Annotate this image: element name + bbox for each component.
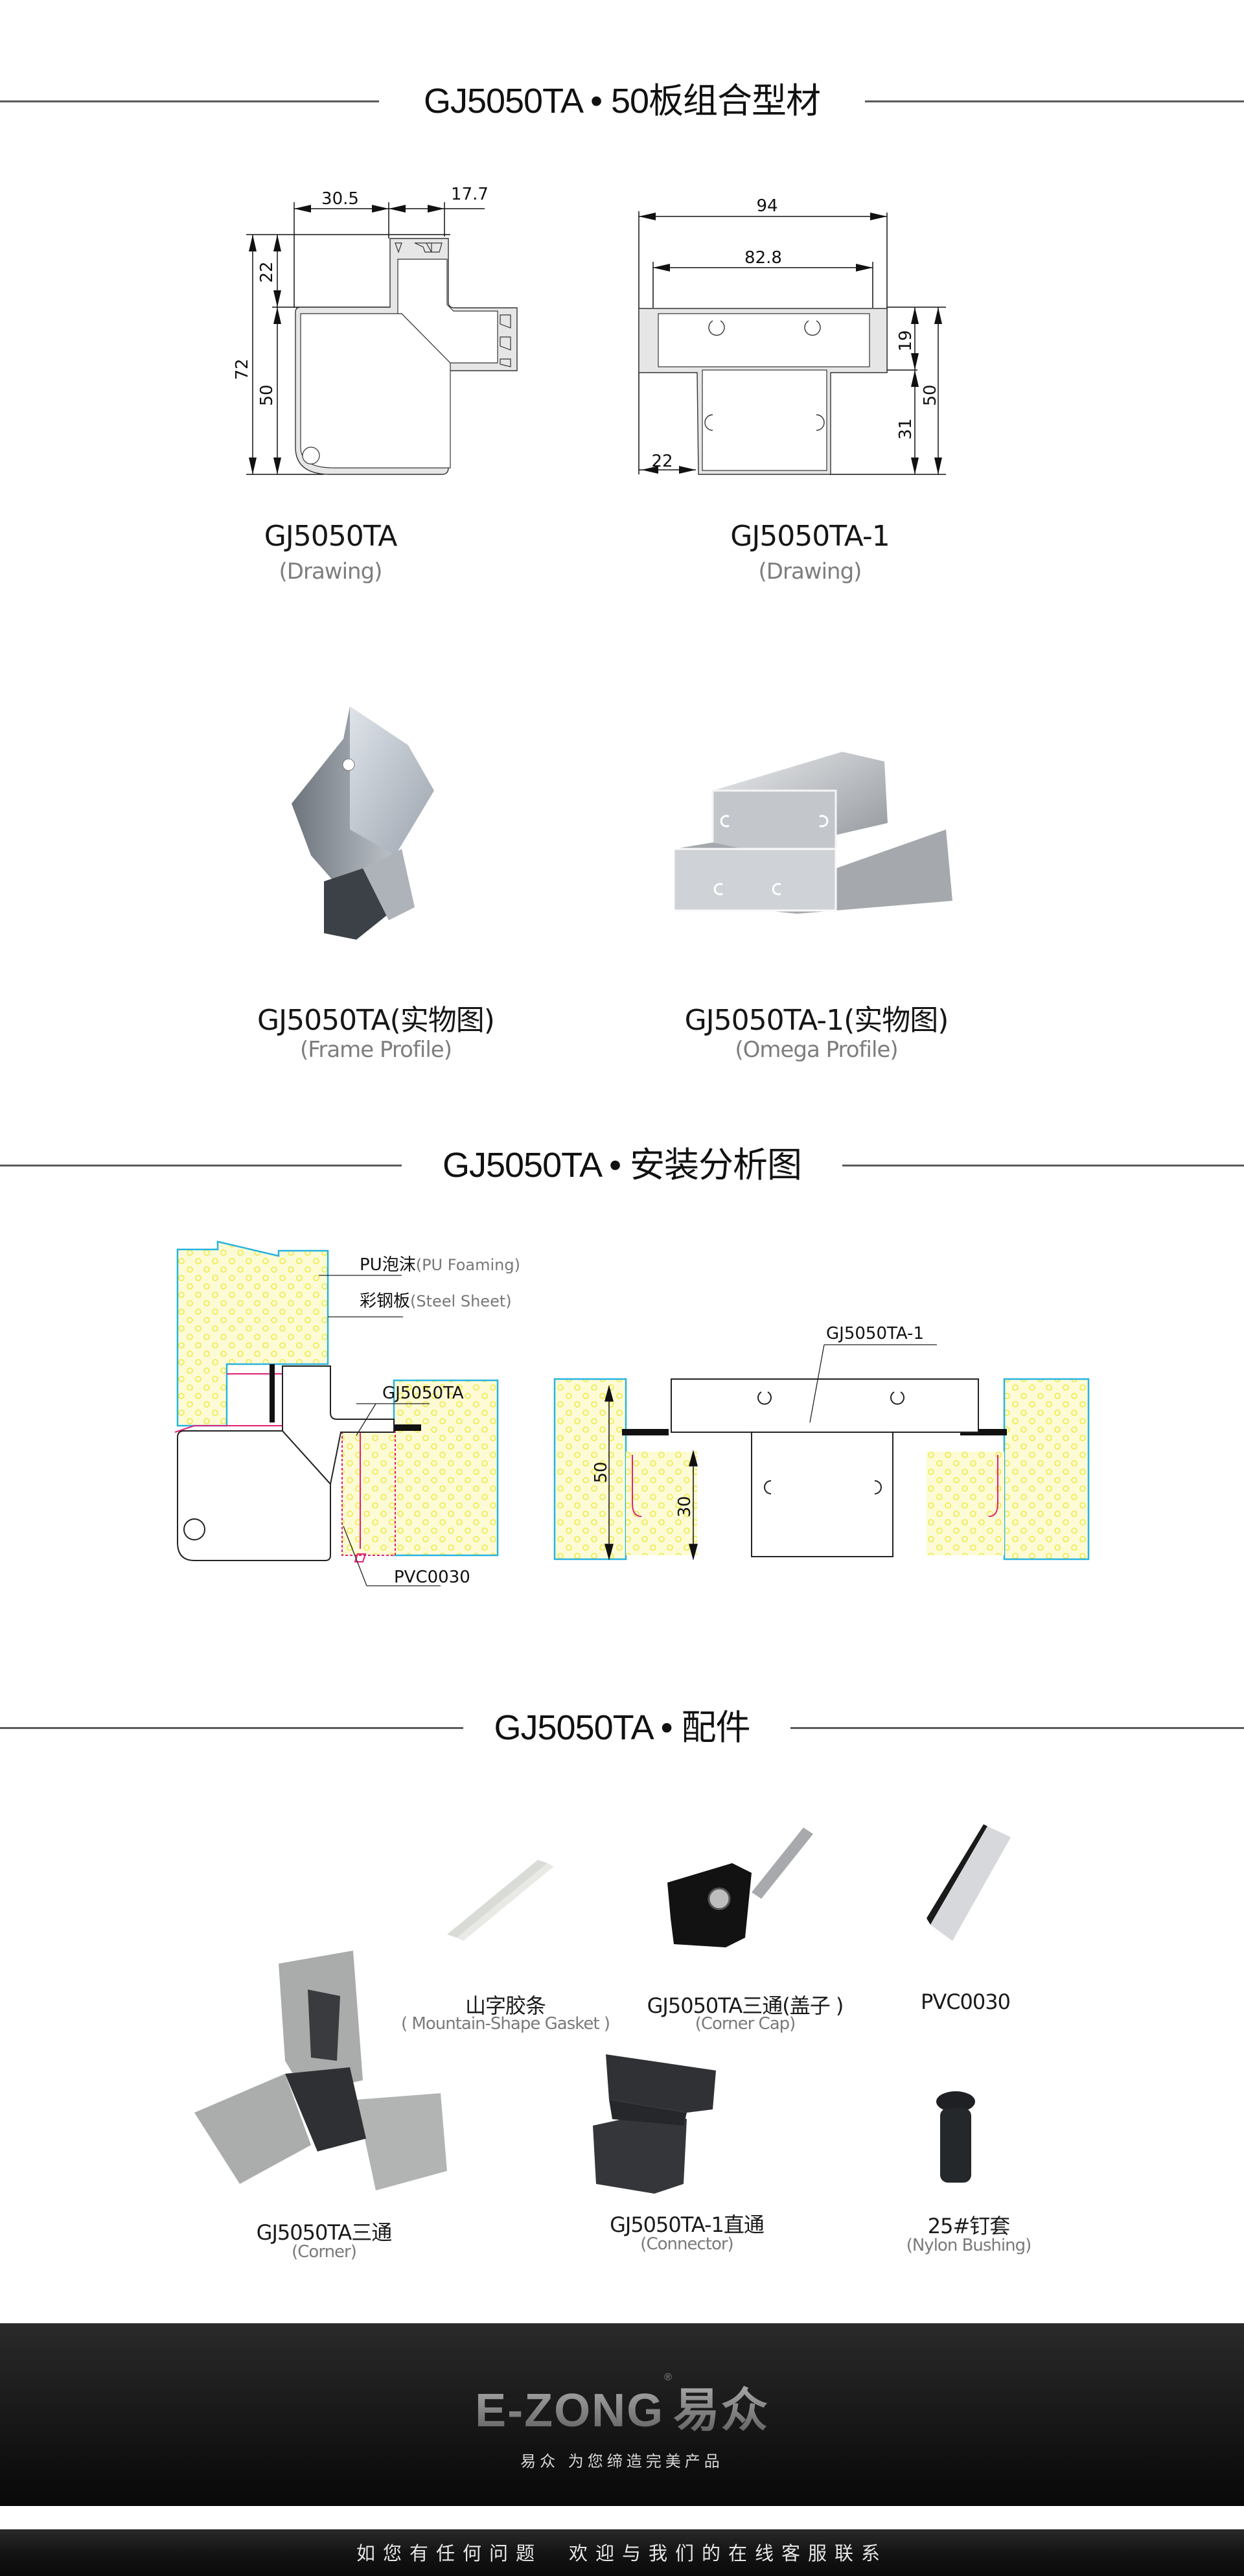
accessory-subtitle: (Corner) [292,2242,357,2262]
footer-contact-bar [0,2529,1244,2576]
corner-cap-photo [667,1828,813,1947]
dim-50: 50 [257,384,277,406]
drawing-gj5050ta-1: 94 82.8 19 31 50 22 [638,196,946,475]
section-title: GJ5050TA • 安装分析图 [428,1146,816,1185]
photo-subtitle: (Omega Profile) [735,1037,898,1063]
drawing-title: GJ5050TA [264,520,398,553]
brand-slogan: 易众 为您缔造完美产品 [520,2452,724,2470]
drawing-title: GJ5050TA-1 [730,520,890,553]
dim-30: 30 [675,1496,695,1517]
brand-logo: E-ZONG ®易众 [0,2372,1244,2440]
dim-22: 22 [257,261,277,283]
section-title: GJ5050TA • 配件 [479,1708,765,1747]
accessory-title: GJ5050TA-1直通 [610,2212,765,2237]
accessory-title: GJ5050TA三通(盖子 ) [647,1993,844,2018]
contact-message: 如您有任何问题 欢迎与我们的在线客服联系 [356,2542,888,2564]
section-header-install: GJ5050TA • 安装分析图 [0,1146,1244,1185]
dim-30-5: 30.5 [321,189,359,209]
section-title: GJ5050TA • 50板组合型材 [409,82,835,121]
dim-94: 94 [756,196,778,216]
accessory-subtitle: (Connector) [640,2234,733,2254]
section-header-profiles: GJ5050TA • 50板组合型材 [0,82,1244,121]
section-header-accessories: GJ5050TA • 配件 [0,1708,1244,1747]
divider-line [0,100,379,102]
dim-22: 22 [651,452,673,471]
label-pu-foam: PU泡沫(PU Foaming) [360,1255,520,1275]
nylon-bushing-photo [936,2091,975,2183]
logo-chinese: 易众 [673,2385,769,2437]
label-omega-profile: GJ5050TA-1 [826,1324,924,1343]
gasket-photo [447,1860,554,1941]
label-steel-sheet: 彩钢板(Steel Sheet) [360,1292,512,1311]
divider-line [0,1165,402,1166]
dim-50: 50 [921,384,940,406]
registered-mark: ® [664,2372,673,2383]
accessory-title: 山字胶条 [465,1993,546,2018]
accessory-subtitle: ( Mountain-Shape Gasket ) [401,2014,610,2034]
accessory-subtitle: (Corner Cap) [695,2014,796,2034]
frame-profile-photo [292,706,434,940]
drawing-gj5050ta: 30.5 17.7 22 72 50 [233,185,518,475]
photo-title: GJ5050TA-1(实物图) [684,1004,949,1037]
dim-72: 72 [233,358,252,380]
divider-line [790,1727,1244,1729]
corner-photo [194,1951,447,2190]
label-pvc: PVC0030 [394,1568,470,1587]
dim-19: 19 [896,330,916,351]
divider-line [0,1727,463,1729]
accessory-title: GJ5050TA三通 [256,2220,393,2245]
accessory-subtitle: (Nylon Bushing) [906,2236,1032,2255]
photo-title: GJ5050TA(实物图) [257,1004,495,1037]
divider-line [865,100,1244,102]
dim-50: 50 [592,1461,611,1483]
connector-photo [593,2054,716,2194]
drawing-subtitle: (Drawing) [279,559,383,585]
installation-diagram: 50 30 PU泡沫(PU Foaming) 彩钢板(Steel Sheet) … [174,1240,1090,1587]
photo-subtitle: (Frame Profile) [300,1037,452,1063]
dim-82-8: 82.8 [744,248,782,268]
footer-brand-banner [0,2323,1244,2506]
drawing-subtitle: (Drawing) [758,559,862,585]
divider-line [842,1165,1244,1166]
dim-17-7: 17.7 [451,185,489,204]
logo-latin: E-ZONG [475,2385,665,2437]
label-frame-profile: GJ5050TA [382,1384,464,1403]
dim-31: 31 [896,418,916,439]
omega-profile-photo [674,752,952,914]
accessory-title: 25#钉套 [927,2214,1011,2238]
accessory-title: PVC0030 [921,1990,1011,2014]
pvc0030-photo [927,1824,1011,1941]
